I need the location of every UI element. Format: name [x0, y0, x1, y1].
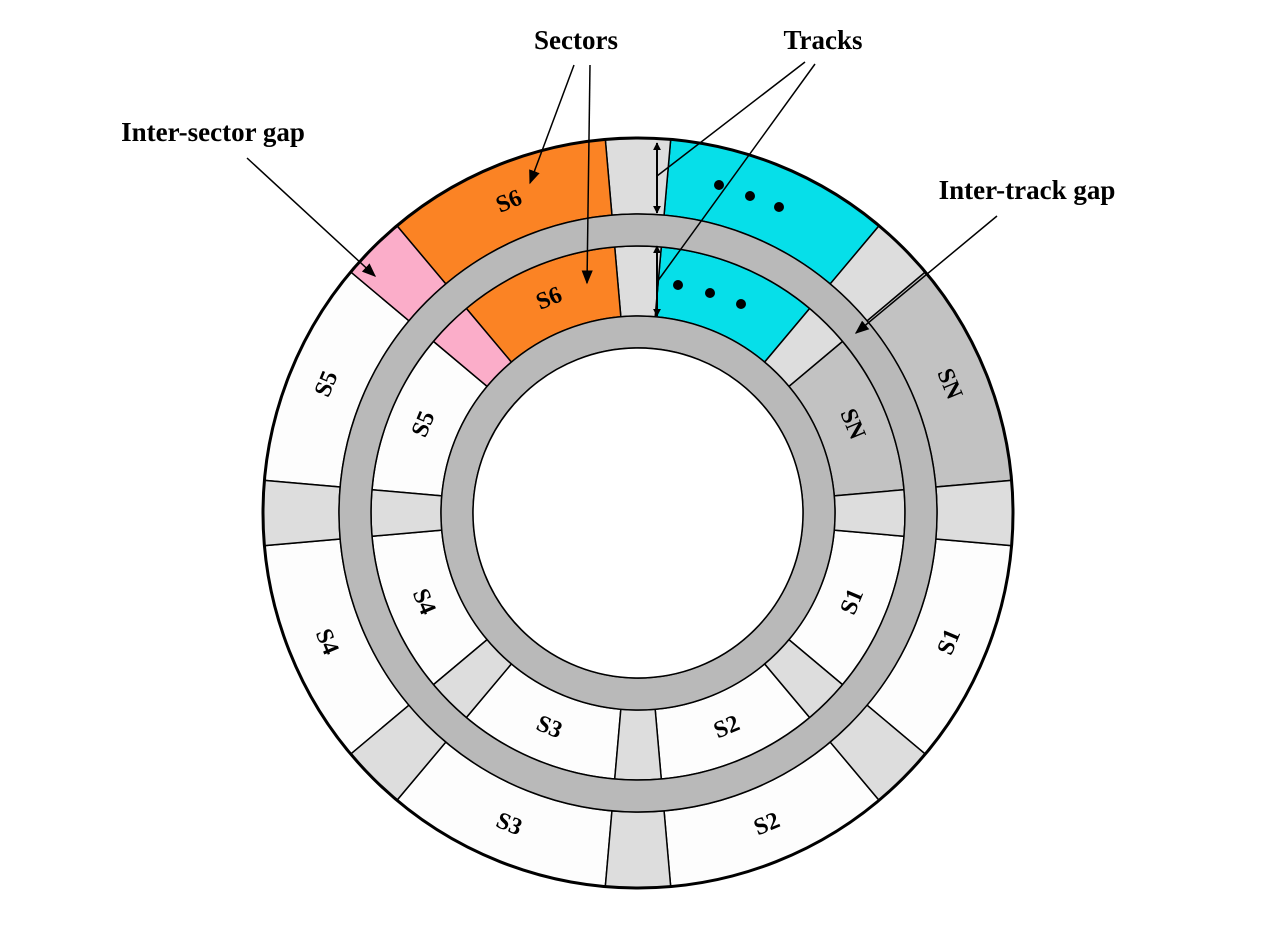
- inner-ellipsis-dot: [736, 299, 746, 309]
- inter-track-gap-ring: [338, 213, 938, 813]
- sectors-arrow-inner: [581, 64, 593, 285]
- inner-gap-before-s1: [833, 488, 906, 538]
- outer-gap-before-s3: [604, 810, 672, 889]
- outer-gap-before-s1: [935, 479, 1014, 547]
- inter-track-gap-label: Inter-track gap: [939, 175, 1116, 205]
- disk-hub: [472, 347, 804, 679]
- inner-gap-before-cyan: [613, 245, 663, 318]
- inner-ellipsis-dot: [705, 288, 715, 298]
- outer-ellipsis-dot: [774, 202, 784, 212]
- inner-gap-before-s3: [613, 708, 663, 781]
- sectors-arrow-outer: [529, 64, 575, 185]
- sectors-label: Sectors: [534, 25, 618, 55]
- disk-outer-edge: [261, 136, 1015, 890]
- annotations: Sectors Tracks Inter-sector gap Inter-tr…: [121, 25, 1116, 334]
- tracks-line-inner: [656, 63, 816, 283]
- outer-ellipsis-dot: [714, 180, 724, 190]
- inner-gap-before-s5: [370, 488, 443, 538]
- outer-ellipsis-dot: [745, 191, 755, 201]
- inter-sector-gap-label: Inter-sector gap: [121, 117, 305, 147]
- outer-gap-before-cyan: [604, 137, 672, 216]
- inter-track-gap-arrow: [854, 215, 998, 334]
- inter-sector-gap-arrow: [246, 157, 377, 277]
- outer-gap-before-s5: [262, 479, 341, 547]
- tracks-label: Tracks: [784, 25, 863, 55]
- tracks-line-outer: [656, 61, 806, 177]
- inner-ellipsis-dot: [673, 280, 683, 290]
